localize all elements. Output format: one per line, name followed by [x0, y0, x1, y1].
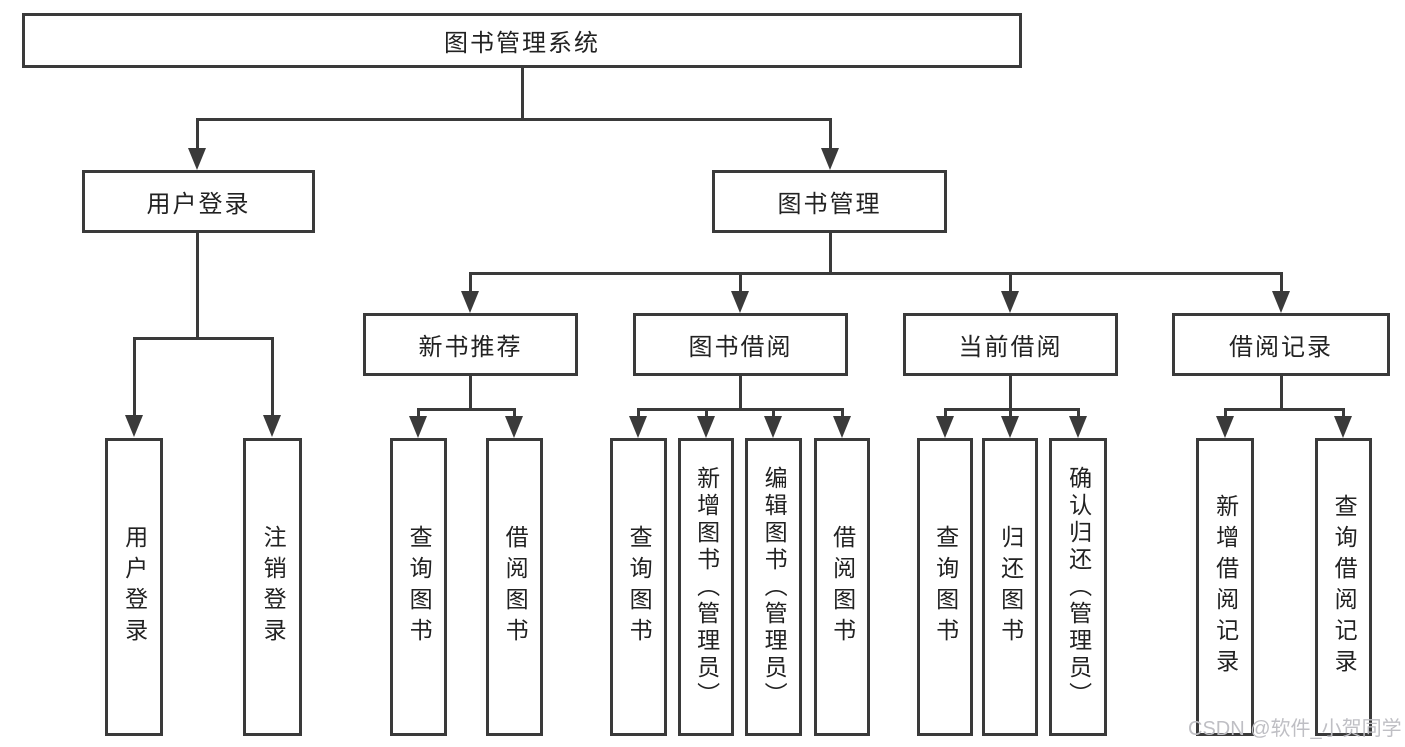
connector-line [739, 272, 742, 294]
arrowhead [629, 416, 647, 438]
leaf-user-login-label: 用户登录 [121, 525, 148, 649]
leaf-borrow-borrow-label: 借阅图书 [829, 525, 856, 649]
connector-line [772, 408, 775, 418]
leaf-borrow-edit-admin: 编辑图书（管理员） [745, 438, 802, 736]
watermark: CSDN @软件_小贺同学 [1188, 718, 1402, 740]
leaf-user-login: 用户登录 [105, 438, 163, 736]
arrowhead [764, 416, 782, 438]
connector-line [1280, 272, 1283, 294]
node-new-book-recommend-label: 新书推荐 [418, 334, 523, 361]
connector-line [705, 408, 708, 418]
connector-line [196, 233, 199, 337]
leaf-current-return-label: 归还图书 [997, 525, 1024, 649]
node-root: 图书管理系统 [22, 13, 1022, 68]
leaf-borrow-edit-admin-label: 编辑图书（管理员） [761, 465, 788, 709]
connector-line [271, 337, 274, 417]
connector-line [944, 408, 947, 418]
leaf-newbook-borrow: 借阅图书 [486, 438, 543, 736]
leaf-borrow-query-label: 查询图书 [626, 525, 653, 649]
leaf-records-add-label: 新增借阅记录 [1212, 494, 1239, 680]
connector-line [417, 408, 420, 418]
connector-line [829, 233, 832, 272]
arrowhead [936, 416, 954, 438]
connector-line [1009, 408, 1012, 418]
connector-line [841, 408, 844, 418]
connector-line [1224, 408, 1345, 411]
node-current-borrow: 当前借阅 [903, 313, 1118, 376]
node-new-book-recommend: 新书推荐 [363, 313, 578, 376]
connector-line [1280, 376, 1283, 408]
leaf-current-confirm-admin-label: 确认归还（管理员） [1065, 465, 1092, 709]
connector-line [196, 118, 832, 121]
connector-line [133, 337, 274, 340]
connector-line [521, 68, 524, 118]
leaf-user-logout-label: 注销登录 [260, 525, 287, 649]
connector-line [739, 376, 742, 408]
node-book-borrow: 图书借阅 [633, 313, 848, 376]
leaf-borrow-add-admin: 新增图书（管理员） [678, 438, 734, 736]
leaf-records-query: 查询借阅记录 [1315, 438, 1372, 736]
node-user-login-label: 用户登录 [146, 191, 251, 218]
arrowhead [1334, 416, 1352, 438]
arrowhead [461, 291, 479, 313]
leaf-records-query-label: 查询借阅记录 [1331, 494, 1358, 680]
connector-line [1009, 376, 1012, 408]
leaf-current-query: 查询图书 [917, 438, 973, 736]
leaf-user-logout: 注销登录 [243, 438, 302, 736]
connector-line [1342, 408, 1345, 418]
arrowhead [263, 415, 281, 437]
arrowhead [409, 416, 427, 438]
leaf-borrow-borrow: 借阅图书 [814, 438, 870, 736]
connector-line [637, 408, 844, 411]
leaf-current-query-label: 查询图书 [932, 525, 959, 649]
leaf-borrow-add-admin-label: 新增图书（管理员） [693, 465, 720, 709]
node-user-login: 用户登录 [82, 170, 315, 233]
arrowhead [1001, 291, 1019, 313]
leaf-current-return: 归还图书 [982, 438, 1038, 736]
connector-line [469, 272, 472, 294]
leaf-newbook-query-label: 查询图书 [406, 525, 433, 649]
arrowhead [731, 291, 749, 313]
connector-line [417, 408, 516, 411]
node-book-borrow-label: 图书借阅 [688, 334, 793, 361]
connector-line [944, 408, 1080, 411]
node-book-management: 图书管理 [712, 170, 947, 233]
leaf-borrow-query: 查询图书 [610, 438, 667, 736]
connector-line [469, 376, 472, 408]
connector-line [133, 337, 136, 417]
arrowhead [1216, 416, 1234, 438]
arrowhead [833, 416, 851, 438]
node-root-label: 图书管理系统 [444, 30, 600, 57]
arrowhead [125, 415, 143, 437]
arrowhead [821, 148, 839, 170]
connector-line [469, 272, 1283, 275]
node-borrow-records-label: 借阅记录 [1229, 334, 1333, 361]
node-borrow-records: 借阅记录 [1172, 313, 1390, 376]
connector-line [829, 118, 832, 152]
leaf-current-confirm-admin: 确认归还（管理员） [1049, 438, 1107, 736]
node-book-management-label: 图书管理 [777, 191, 882, 218]
leaf-newbook-query: 查询图书 [390, 438, 447, 736]
arrowhead [188, 148, 206, 170]
arrowhead [697, 416, 715, 438]
leaf-newbook-borrow-label: 借阅图书 [502, 525, 529, 649]
arrowhead [1069, 416, 1087, 438]
node-current-borrow-label: 当前借阅 [958, 334, 1063, 361]
arrowhead [1001, 416, 1019, 438]
connector-line [196, 118, 199, 152]
arrowhead [505, 416, 523, 438]
connector-line [1224, 408, 1227, 418]
connector-line [513, 408, 516, 418]
connector-line [1009, 272, 1012, 294]
connector-line [1077, 408, 1080, 418]
leaf-records-add: 新增借阅记录 [1196, 438, 1254, 736]
connector-line [637, 408, 640, 418]
arrowhead [1272, 291, 1290, 313]
